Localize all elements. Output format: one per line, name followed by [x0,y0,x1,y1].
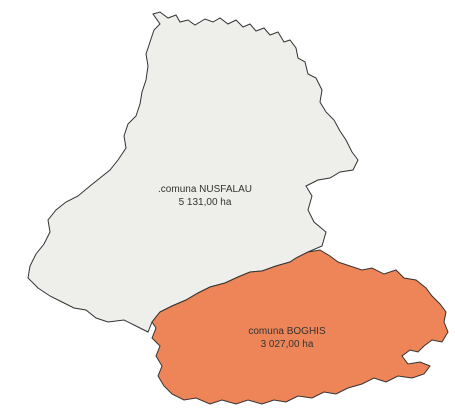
region-label-nusfalau: .comuna NUSFALAU 5 131,00 ha [130,183,280,209]
region-name-boghis: comuna BOGHIS [248,326,326,337]
region-label-boghis: comuna BOGHIS 3 027,00 ha [222,325,352,351]
region-area-nusfalau: 5 131,00 ha [178,197,232,208]
region-area-boghis: 3 027,00 ha [260,339,314,350]
region-boghis[interactable] [151,249,449,405]
region-name-nusfalau: .comuna NUSFALAU [158,184,252,195]
